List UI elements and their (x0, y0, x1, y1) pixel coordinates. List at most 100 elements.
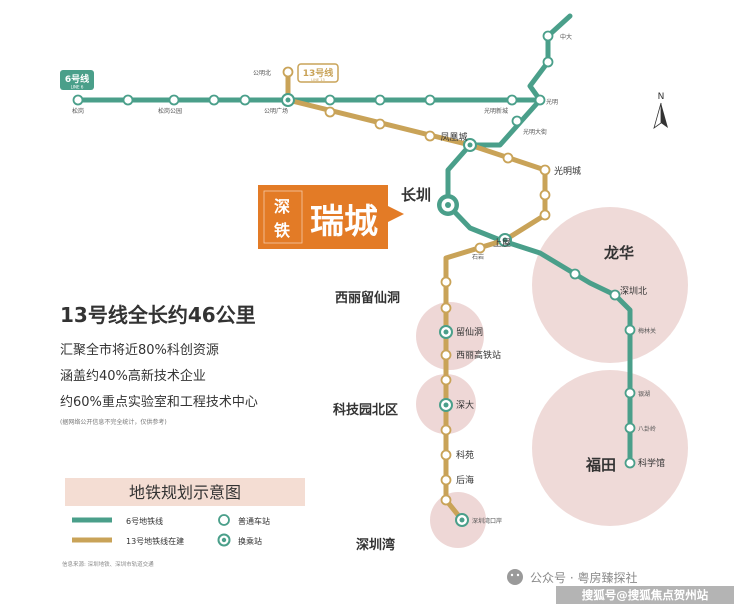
label-bagualing: 八卦岭 (638, 425, 656, 433)
district-longhua: 龙华 (603, 244, 634, 262)
info-line2: 涵盖约40%高新技术企业 (60, 368, 206, 384)
project-small-2: 铁 (274, 221, 290, 240)
station-houhai-dot (440, 474, 452, 486)
label-shenzhenwan-port: 深圳湾口岸 (472, 517, 502, 525)
district-futian-circle (532, 370, 688, 526)
station-l13-f (539, 209, 551, 221)
station-guangmingcheng-dot (539, 164, 551, 176)
line6-badge: 6号线 LINE 6 (60, 70, 94, 90)
station-l13-d (502, 152, 514, 164)
station-l13-c (424, 130, 436, 142)
station-l13-i (440, 374, 452, 386)
legend-transfer: 换乘站 (238, 536, 262, 546)
station-gongming-north-dot (282, 66, 294, 78)
station-mid5 (374, 94, 386, 106)
district-shenzhenwan: 深圳湾 (356, 537, 395, 553)
station-kexueguan-dot (624, 457, 636, 469)
station-mid1 (168, 94, 180, 106)
district-kejiyuan: 科技园北区 (333, 402, 398, 418)
station-guangming-xincheng-dot (506, 94, 518, 106)
transfer-shenzhenwan-port (455, 513, 469, 527)
stations-normal-13 (282, 66, 551, 506)
legend-normal-icon (218, 514, 230, 526)
line13-badge-sub: LINE 13 (311, 78, 324, 82)
line-6 (75, 13, 633, 466)
legend-line6: 6号地铁线 (126, 516, 163, 526)
north-arrow-icon: N (653, 92, 668, 129)
station-labels-large: 凤凰城 光明城 上屋 深圳北 科学馆 留仙洞 西丽高铁站 深大 科苑 后海 (440, 132, 665, 486)
label-songgang-park: 松岗公园 (158, 107, 182, 115)
label-shiyan: 石岩 (472, 253, 484, 261)
project-badge: 深 铁 瑞城 (258, 185, 404, 249)
legend-normal: 普通车站 (238, 516, 270, 526)
district-labels: 龙华 福田 西丽留仙洞 科技园北区 深圳湾 (333, 244, 634, 553)
label-shenda: 深大 (456, 399, 474, 411)
station-l13-b (374, 118, 386, 130)
station-labels: 松岗 松岗公园 公明广场 公明北 中大 光明 光明新城 光明大街 石岩 梅林关 … (72, 33, 656, 525)
label-guangming-dajie: 光明大街 (523, 128, 547, 136)
label-keyuan: 科苑 (456, 449, 474, 461)
svg-text:N: N (658, 92, 665, 102)
transfer-shenda (439, 398, 453, 412)
district-futian: 福田 (585, 456, 616, 474)
line13-badge: 13号线 LINE 13 (297, 63, 339, 83)
info-note: (据网络公开信息不完全统计，仅供参考) (60, 418, 167, 426)
station-l13-j (440, 424, 452, 436)
label-fenghuangcheng: 凤凰城 (440, 132, 467, 143)
watermark-account: 公众号 · 粤房臻探社 (530, 570, 637, 585)
legend-line13: 13号地铁线在建 (126, 536, 184, 546)
label-guangming-xincheng: 光明新城 (484, 107, 508, 115)
station-shiyan-dot (474, 242, 486, 254)
label-gongming-north: 公明北 (253, 69, 271, 77)
wechat-icon (507, 569, 523, 585)
changzhen-station-marker (437, 194, 459, 216)
station-keyuan-dot (440, 449, 452, 461)
station-songgang-park (122, 94, 134, 106)
label-songgang: 松岗 (72, 107, 84, 115)
station-mid6 (424, 94, 436, 106)
legend-title-bg (65, 478, 305, 506)
stations-normal (72, 30, 636, 469)
station-l13-g (440, 276, 452, 288)
station-north2 (542, 56, 554, 68)
legend: 地铁规划示意图 6号地铁线 13号地铁线在建 普通车站 换乘站 信息来源: 深圳… (62, 478, 305, 568)
station-l13-k (440, 494, 452, 506)
station-guangming-dot (534, 94, 546, 106)
transfer-liuxiandong (439, 325, 453, 339)
line13-badge-name: 13号线 (303, 67, 334, 79)
label-shenzhenbei: 深圳北 (620, 286, 647, 297)
info-block: 13号线全长约46公里 汇聚全市将近80%科创资源 涵盖约40%高新技术企业 约… (60, 303, 258, 426)
transfer-gongming-guangchang (281, 93, 295, 107)
transfer-shangwu (498, 233, 512, 247)
label-shangwu: 上屋 (493, 238, 511, 249)
watermark-sohu: 搜狐号@搜狐焦点贺州站 (582, 588, 709, 602)
info-line1: 汇聚全市将近80%科创资源 (60, 342, 219, 358)
station-l13-a (324, 106, 336, 118)
label-houhai: 后海 (456, 474, 474, 486)
watermarks: 公众号 · 粤房臻探社 搜狐号@搜狐焦点贺州站 (507, 569, 734, 604)
line6-badge-name: 6号线 (65, 73, 89, 85)
label-yinhu: 银湖 (638, 390, 650, 398)
station-shenzhenbei-dot (609, 289, 621, 301)
info-line3: 约60%重点实验室和工程技术中心 (60, 394, 258, 410)
district-xili: 西丽留仙洞 (335, 290, 400, 306)
label-gongming-guangchang: 公明广场 (264, 107, 288, 115)
label-kexueguan: 科学馆 (638, 457, 665, 469)
label-zhongda: 中大 (560, 33, 572, 41)
station-bagualing-dot (624, 422, 636, 434)
line6-badge-sub: LINE 6 (71, 85, 84, 90)
label-meilinguan: 梅林关 (638, 327, 656, 335)
info-headline: 13号线全长约46公里 (60, 303, 256, 327)
label-guangming: 光明 (546, 98, 558, 106)
station-l13-e (539, 189, 551, 201)
source-text: 信息来源: 深圳地铁、深圳市轨道交通 (62, 560, 154, 568)
label-changzhen: 长圳 (401, 186, 431, 204)
station-yinhu-dot (624, 387, 636, 399)
project-small-1: 深 (274, 197, 290, 216)
station-mid3 (239, 94, 251, 106)
station-mid4 (324, 94, 336, 106)
station-meilinguan-dot (624, 324, 636, 336)
transfer-fenghuangcheng (463, 138, 477, 152)
label-xili-hsr: 西丽高铁站 (456, 349, 501, 361)
station-songgang (72, 94, 84, 106)
